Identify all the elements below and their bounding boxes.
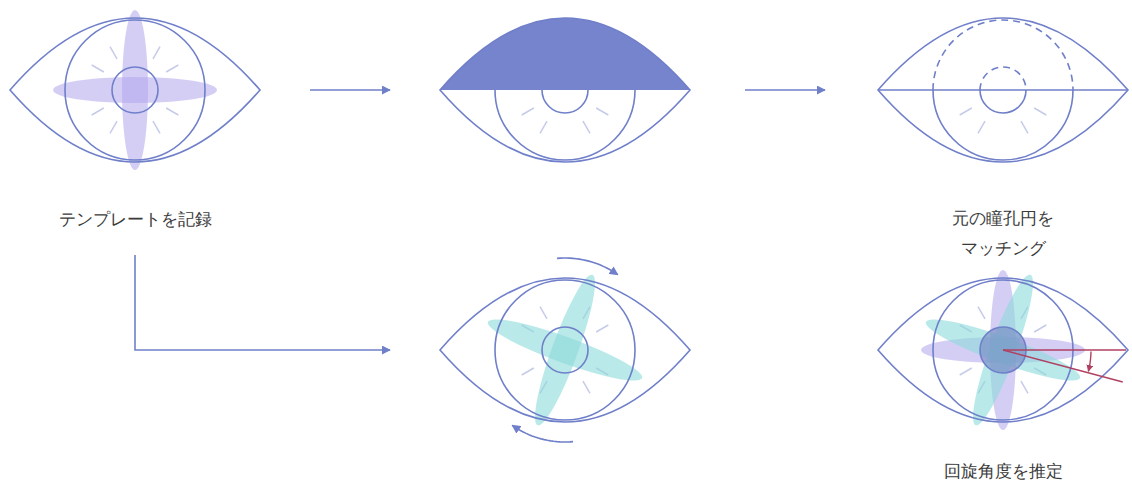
- iris-tick: [978, 307, 985, 319]
- pupil-circle: [112, 67, 158, 113]
- flow-arrow: [745, 89, 825, 91]
- iris-tick: [92, 65, 104, 72]
- iris-tick: [153, 47, 160, 59]
- iris-tick: [540, 121, 547, 133]
- iris-tick: [960, 368, 972, 375]
- iris-tick: [166, 108, 178, 115]
- caption-label: テンプレートを記録: [35, 204, 235, 234]
- iris-tick: [596, 108, 608, 115]
- iris-circle: [495, 280, 635, 420]
- iris-tick: [583, 121, 590, 133]
- iris-tick: [166, 65, 178, 72]
- flow-arrow: [310, 89, 390, 91]
- iris-tick: [978, 121, 985, 133]
- eye-outline: [878, 18, 1128, 162]
- iris-circle: [65, 20, 205, 160]
- iris-tick: [540, 307, 547, 319]
- eye-matching: [878, 18, 1128, 162]
- caption-label: 回旋角度を推定: [903, 456, 1103, 484]
- iris-tick: [92, 108, 104, 115]
- iris-tick: [153, 121, 160, 133]
- iris-tick: [1021, 121, 1028, 133]
- pupil-circle: [542, 327, 588, 373]
- iris-tick: [596, 325, 608, 332]
- iris-tick: [1021, 381, 1028, 393]
- iris-tick: [110, 47, 117, 59]
- eye-outline: [10, 18, 260, 162]
- iris-tick: [1034, 108, 1046, 115]
- eye-occluded: [440, 18, 690, 162]
- iris-tick: [960, 108, 972, 115]
- eye-template: [10, 10, 260, 170]
- eye-outline: [440, 278, 690, 422]
- eye-rotated: [440, 247, 690, 453]
- iris-tick: [110, 121, 117, 133]
- caption-label: 元の瞳孔円を マッチング: [938, 203, 1068, 263]
- eye-angle: [878, 247, 1128, 453]
- iris-tick: [583, 381, 590, 393]
- iris-tick: [522, 368, 534, 375]
- iris-tick: [1034, 325, 1046, 332]
- eye-outline: [878, 278, 1128, 422]
- flow-arrow: [135, 255, 390, 350]
- iris-tick: [522, 108, 534, 115]
